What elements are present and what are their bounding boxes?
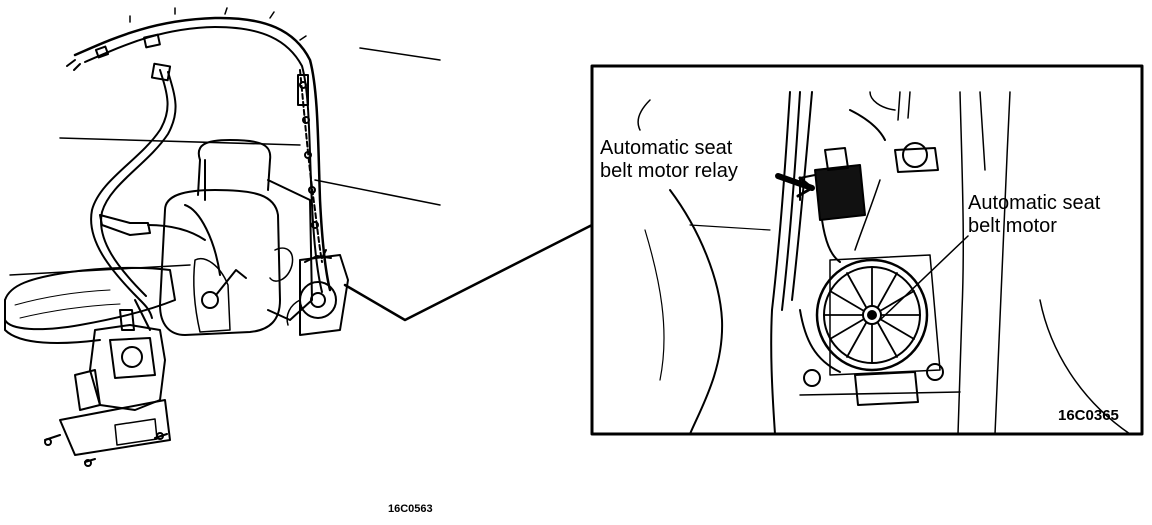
relay-label-line1: Automatic seat <box>600 137 733 159</box>
inset-figure-code: 16C0365 <box>1058 407 1119 424</box>
motor-label-line1: Automatic seat <box>968 192 1101 214</box>
relay-label: Automatic seat belt motor relay <box>600 137 738 183</box>
detail-inset-frame <box>590 64 1144 436</box>
motor-and-relay-closeup <box>637 91 1131 435</box>
main-figure-code: 16C0563 <box>388 503 433 515</box>
motor-label-line2: belt motor <box>968 215 1057 237</box>
motor-label: Automatic seat belt motor <box>968 192 1100 238</box>
seat-belt-assembly-illustration <box>4 7 594 467</box>
relay-label-line2: belt motor relay <box>600 160 738 182</box>
